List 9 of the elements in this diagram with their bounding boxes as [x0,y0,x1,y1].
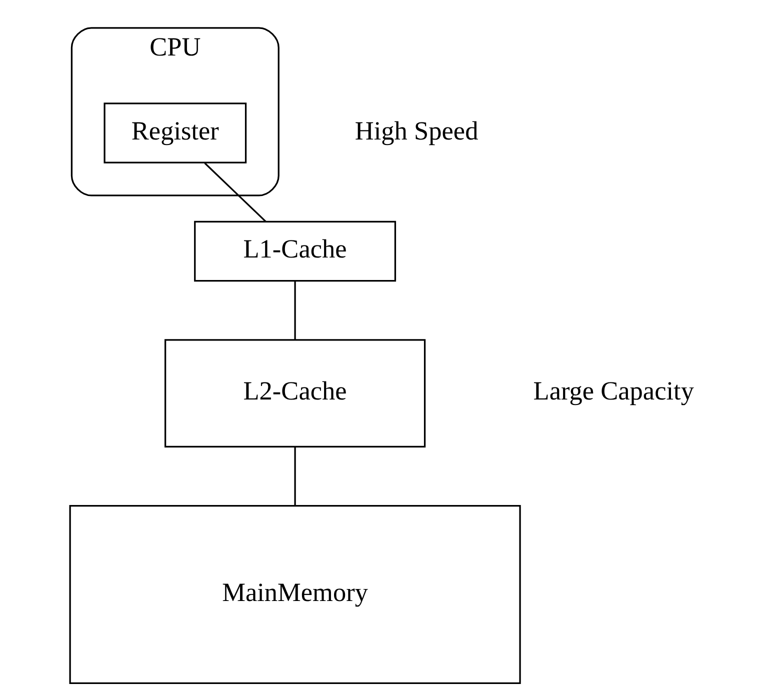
connector [294,446,296,506]
node-box: Register [103,102,246,164]
label: High Speed [354,116,478,146]
connector [294,281,296,340]
label: Large Capacity [532,376,694,406]
connector [204,162,266,222]
node-box: L2-Cache [164,339,426,448]
node-box: MainMemory [68,505,520,684]
node-box: L1-Cache [194,220,396,282]
